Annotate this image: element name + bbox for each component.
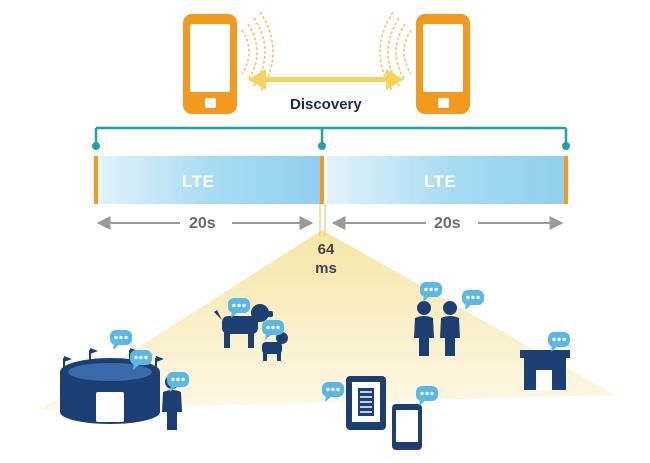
phone-icon <box>416 14 470 114</box>
phone-icon <box>392 404 422 450</box>
discovery-slot-marker <box>564 156 568 204</box>
duration-label: 20s <box>189 215 216 232</box>
lte-segment-bar <box>97 156 320 204</box>
phone-icon <box>183 14 237 114</box>
dog-icon <box>262 332 288 361</box>
dog-icon <box>214 304 273 348</box>
speech-bubble-icon <box>416 386 438 406</box>
lte-segment-bar <box>327 156 564 204</box>
speech-bubble-icon <box>462 290 484 310</box>
coverage-cone <box>40 230 615 410</box>
speech-bubble-icon <box>110 330 132 350</box>
discovery-slot-marker <box>320 156 324 204</box>
discovery-arrow <box>248 69 404 90</box>
speech-bubble-icon <box>548 332 570 352</box>
discovery-label: Discovery <box>290 96 362 113</box>
gap-unit: ms <box>315 260 337 277</box>
tablet-icon <box>346 376 386 430</box>
discovery-bracket <box>94 126 568 144</box>
gap-value: 64 <box>317 241 335 258</box>
lte-segment-label: LTE <box>424 172 457 191</box>
building-icon <box>520 350 570 390</box>
lte-segment-label: LTE <box>182 172 215 191</box>
duration-label: 20s <box>434 215 461 232</box>
discovery-slot-marker <box>94 156 98 204</box>
gap-label: 64 ms <box>304 240 348 278</box>
